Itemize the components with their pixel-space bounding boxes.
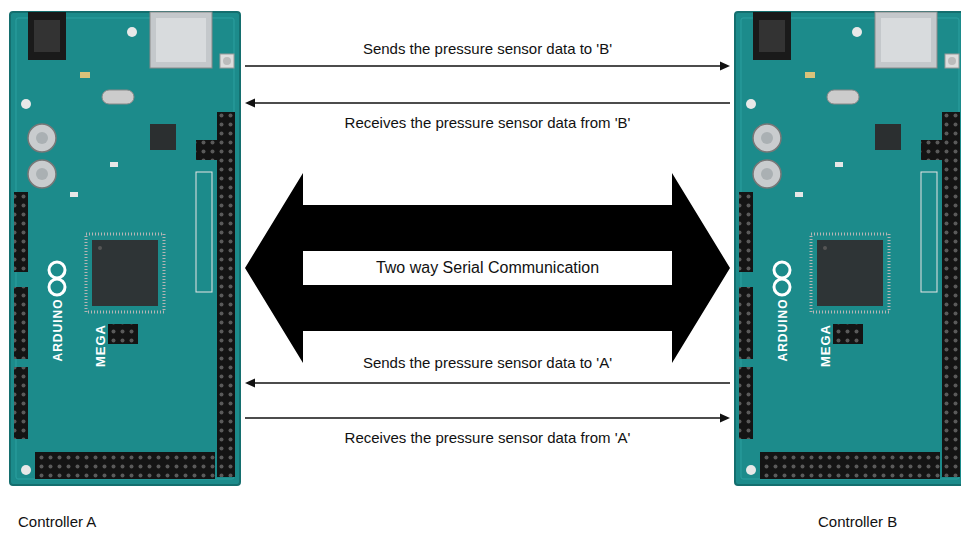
controller-caption: Controller A (18, 513, 96, 530)
edge-label: Sends the pressure sensor data to 'A' (363, 354, 612, 371)
edge-label: Receives the pressure sensor data from '… (345, 429, 631, 446)
controller-board: Controller A (10, 12, 240, 531)
arduino-board (10, 12, 240, 485)
data-arrow (245, 99, 730, 108)
board-silkscreen: ARDUINO (775, 299, 789, 362)
data-arrow (245, 379, 730, 388)
data-arrow (245, 414, 730, 423)
edge-label: Two way Serial Communication (303, 251, 672, 285)
serial-double-arrow (245, 173, 730, 363)
board-silkscreen: MEGA (818, 324, 833, 367)
arduino-board (735, 12, 961, 485)
edge-label: Sends the pressure sensor data to 'B' (363, 40, 612, 57)
board-silkscreen: ARDUINO (50, 299, 64, 362)
controller-board: Controller B (735, 12, 957, 531)
data-arrow (245, 62, 730, 71)
controller-caption: Controller B (818, 513, 897, 530)
edge-label: Receives the pressure sensor data from '… (345, 114, 631, 131)
board-silkscreen: MEGA (93, 324, 108, 367)
